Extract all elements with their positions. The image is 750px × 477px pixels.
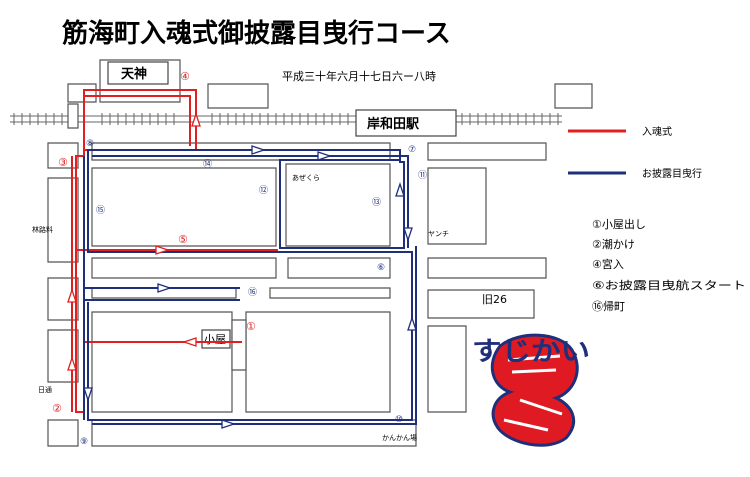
legend-blue-label: お披露目曳行 bbox=[642, 167, 702, 180]
marker-5: ⑤ bbox=[178, 233, 188, 246]
point-item: ①小屋出し bbox=[592, 217, 646, 231]
point-item: ②潮かけ bbox=[592, 237, 635, 251]
azekura-label: あぜくら bbox=[292, 174, 320, 182]
marker-15: ⑮ bbox=[96, 205, 105, 216]
marker-2: ② bbox=[52, 402, 62, 415]
sujikai-logo: すじかい bbox=[472, 333, 590, 447]
station-label: 岸和田駅 bbox=[367, 116, 420, 132]
marker-16: ⑯ bbox=[248, 287, 257, 298]
koya-label: 小屋 bbox=[204, 333, 226, 346]
yanchi-label: ヤンチ bbox=[428, 230, 449, 238]
marker-3: ③ bbox=[58, 156, 68, 169]
marker-6: ⑥ bbox=[377, 263, 385, 273]
point-item: ⑥お披露目曳航スタート bbox=[592, 278, 746, 292]
station-box bbox=[355, 109, 457, 137]
point-item: ⑯帰町 bbox=[592, 300, 625, 313]
markers: ① ② ③ ④ ⑤ ⑥ ⑦ ⑧ ⑨ ⑩ ⑪ ⑫ ⑬ ⑭ ⑮ ⑯ bbox=[52, 70, 427, 447]
tenjin-box bbox=[107, 61, 169, 85]
legend: 入魂式 お披露目曳行 bbox=[568, 125, 702, 180]
kankan-label: かんかん場 bbox=[382, 433, 417, 442]
route-arrows bbox=[67, 111, 417, 429]
marker-7: ⑦ bbox=[408, 145, 416, 155]
marker-9: ⑨ bbox=[80, 437, 88, 447]
kyu26-label: 旧26 bbox=[482, 293, 507, 306]
marker-14: ⑭ bbox=[203, 159, 212, 170]
railway bbox=[10, 113, 562, 125]
blue-route bbox=[83, 149, 417, 425]
marker-11: ⑪ bbox=[418, 170, 427, 181]
marker-4: ④ bbox=[180, 70, 190, 83]
event-date: 平成三十年六月十七日六ー八時 bbox=[282, 69, 436, 83]
tenjin-label: 天神 bbox=[121, 66, 147, 82]
marker-10: ⑩ bbox=[395, 415, 403, 425]
points-list: ①小屋出し ②潮かけ ④宮入 ⑥お披露目曳航スタート ⑯帰町 bbox=[592, 217, 746, 313]
nichido-label: 日通 bbox=[38, 385, 52, 394]
marker-1: ① bbox=[246, 320, 256, 333]
map-title: 筋海町入魂式御披露目曳行コース bbox=[62, 18, 451, 49]
marker-13: ⑬ bbox=[372, 197, 381, 208]
logo-text: すじかい bbox=[472, 337, 590, 367]
marker-12: ⑫ bbox=[259, 185, 268, 196]
koya-box bbox=[201, 329, 231, 349]
rinkai-label: 林路料 bbox=[32, 225, 53, 234]
marker-8: ⑧ bbox=[86, 139, 94, 149]
point-item: ④宮入 bbox=[592, 257, 624, 271]
legend-red-label: 入魂式 bbox=[642, 125, 672, 138]
city-blocks bbox=[47, 59, 593, 447]
